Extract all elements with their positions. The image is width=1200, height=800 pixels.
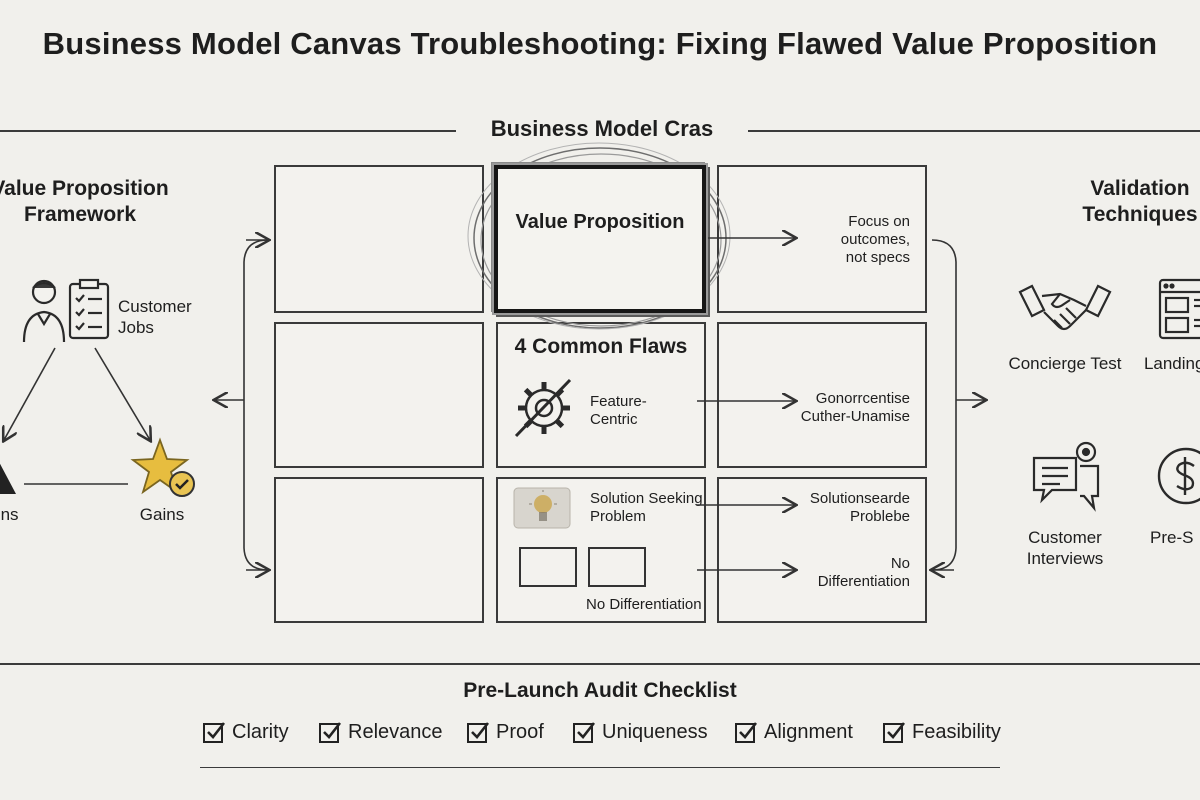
canvas-cell bbox=[274, 165, 484, 313]
canvas-cell bbox=[717, 477, 927, 623]
canvas-cell bbox=[274, 322, 484, 468]
handshake-icon bbox=[1018, 284, 1112, 331]
checkbox-checked-icon bbox=[573, 722, 596, 743]
star-check-icon bbox=[130, 437, 195, 497]
common-flaws-title: 4 Common Flaws bbox=[514, 335, 688, 358]
checkbox-checked-icon bbox=[203, 722, 226, 743]
validation-label: Concierge Test bbox=[1008, 354, 1122, 373]
flaw-label: No Differentiation bbox=[586, 596, 702, 613]
value-proposition-label: Value Proposition bbox=[515, 211, 685, 233]
customer-jobs-label: Customer Jobs bbox=[118, 297, 192, 337]
checkbox-checked-icon bbox=[467, 722, 490, 743]
flaw-label: Feature-Centric bbox=[590, 393, 647, 428]
flaw-label: Solution Seeking Problem bbox=[590, 490, 703, 525]
checklist-label: Alignment bbox=[764, 720, 853, 743]
checklist-label: Relevance bbox=[348, 720, 443, 743]
validation-label: Pre-S bbox=[1150, 528, 1194, 547]
validation-label: Customer Interviews bbox=[1026, 528, 1104, 568]
two-boxes-icon bbox=[588, 547, 646, 587]
divider bbox=[200, 767, 1000, 768]
canvas-cell bbox=[274, 477, 484, 623]
validation-title: Validation Techniques bbox=[1082, 177, 1198, 226]
lightbulb-icon bbox=[513, 487, 571, 529]
checklist-title: Pre-Launch Audit Checklist bbox=[463, 679, 737, 702]
fix-text: Focus on outcomes, not specs bbox=[840, 213, 910, 266]
canvas-cell bbox=[717, 165, 927, 313]
fix-text: Solutionsearde Problebe bbox=[809, 490, 910, 525]
canvas-title: Business Model Cras bbox=[490, 116, 714, 141]
framework-title: Value Proposition Framework bbox=[0, 177, 169, 226]
dollar-coin-icon bbox=[1157, 447, 1200, 505]
checklist-item: Proof bbox=[466, 720, 544, 744]
canvas-cell bbox=[717, 322, 927, 468]
checkbox-checked-icon bbox=[735, 722, 758, 743]
chat-bubbles-icon bbox=[1032, 441, 1100, 512]
checklist-label: Uniqueness bbox=[602, 720, 708, 743]
divider bbox=[0, 130, 456, 132]
warning-triangle-icon bbox=[0, 463, 16, 494]
value-proposition-box bbox=[494, 165, 706, 313]
gains-label: Gains bbox=[139, 505, 185, 524]
checkbox-checked-icon bbox=[883, 722, 906, 743]
checklist-item: Feasibility bbox=[882, 720, 1001, 744]
checklist-label: Proof bbox=[496, 720, 544, 743]
divider bbox=[0, 663, 1200, 665]
checklist-label: Clarity bbox=[232, 720, 289, 743]
validation-label: Landing Test bbox=[1143, 354, 1200, 373]
gear-slash-icon bbox=[514, 378, 572, 438]
landing-page-icon bbox=[1158, 278, 1200, 340]
checkbox-checked-icon bbox=[319, 722, 342, 743]
checklist-label: Feasibility bbox=[912, 720, 1001, 743]
pains-label: Pains bbox=[0, 505, 19, 524]
two-boxes-icon bbox=[519, 547, 577, 587]
fix-text: Gonorrcentise Cuther-Unamise bbox=[800, 390, 910, 425]
checklist-item: Alignment bbox=[734, 720, 853, 744]
page-title: Business Model Canvas Troubleshooting: F… bbox=[42, 26, 1158, 61]
checklist-item: Clarity bbox=[202, 720, 289, 744]
fix-text: No Differentiation bbox=[817, 555, 910, 590]
checklist-item: Uniqueness bbox=[572, 720, 708, 744]
divider bbox=[748, 130, 1200, 132]
checklist-item: Relevance bbox=[318, 720, 443, 744]
customer-clipboard-icon bbox=[22, 278, 110, 343]
